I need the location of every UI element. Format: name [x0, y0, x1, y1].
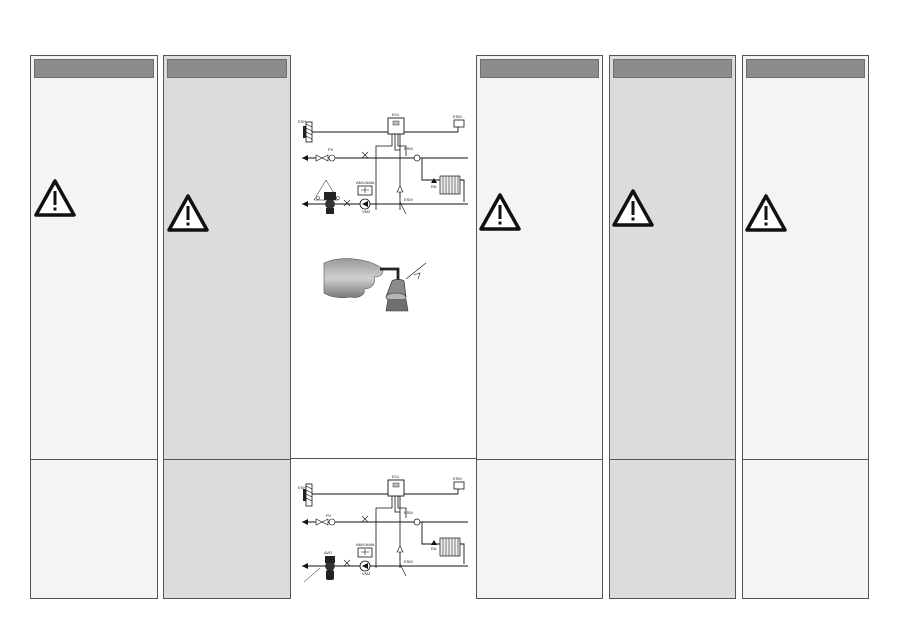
warning-triangle-icon [745, 194, 787, 232]
panel-header-bar [613, 59, 732, 78]
warning-triangle-icon [167, 194, 209, 232]
center-divider [290, 458, 476, 459]
control-valve [325, 199, 335, 209]
pv-valve [328, 518, 336, 526]
label-avd: AVD [324, 550, 332, 555]
label-esm-lower: ESM [404, 197, 413, 202]
panel-header-bar [34, 59, 154, 78]
label-ra: RA [431, 546, 437, 551]
label-ess: ESH [298, 485, 306, 490]
panel-divider [30, 459, 158, 460]
room-sensor [453, 119, 465, 128]
warning-triangle-icon [34, 179, 76, 217]
room-sensor [453, 481, 465, 490]
panel-divider [476, 459, 603, 460]
label-esm-lower: ESM [404, 559, 413, 564]
panel-header-bar [167, 59, 287, 78]
label-amv: AMV/AMA [356, 542, 375, 547]
panel-header-bar [480, 59, 599, 78]
panel-header-bar [746, 59, 865, 78]
hand-tool-icon [323, 258, 427, 312]
label-vm2: VM2 [362, 571, 371, 576]
label-ecl: ECL [392, 112, 401, 117]
label-pv: PV [328, 147, 334, 152]
label-ra: RA [431, 184, 437, 189]
panel-column-1 [30, 55, 158, 599]
outdoor-sensor [303, 489, 306, 501]
label-ess: ESH [298, 119, 306, 124]
panel-divider [163, 459, 291, 460]
panel-column-4 [609, 55, 736, 599]
hydraulic-diagram-bottom: ESH ECL ESM PV ESM RA AMV/AMA VM2 AVD ES… [298, 474, 468, 583]
warning-triangle-icon [612, 189, 654, 227]
label-esm: ESM [453, 476, 462, 481]
label-pv: PV [326, 513, 332, 518]
label-vm2: VM2 [362, 209, 371, 214]
pv-valve [328, 154, 336, 162]
hydraulic-diagram-top: ESH ECL ESM PV ESM RA AMV/AMA VM2 ESM [298, 112, 468, 215]
label-esm-right: ESM [404, 146, 413, 151]
ecl-controller-box [387, 117, 405, 135]
wall-hatch [305, 121, 313, 143]
label-ecl: ECL [392, 474, 401, 479]
panel-divider [609, 459, 736, 460]
panel-divider [742, 459, 869, 460]
outdoor-sensor [303, 126, 306, 138]
label-esm: ESM [453, 114, 462, 119]
warning-triangle-icon [479, 193, 521, 231]
label-amv: AMV/AMA [356, 180, 375, 185]
panel-column-2 [163, 55, 291, 599]
panel-column-5 [742, 55, 869, 599]
ecl-controller-box [387, 479, 405, 497]
label-esm-right: ESM [404, 510, 413, 515]
panel-column-3 [476, 55, 603, 599]
